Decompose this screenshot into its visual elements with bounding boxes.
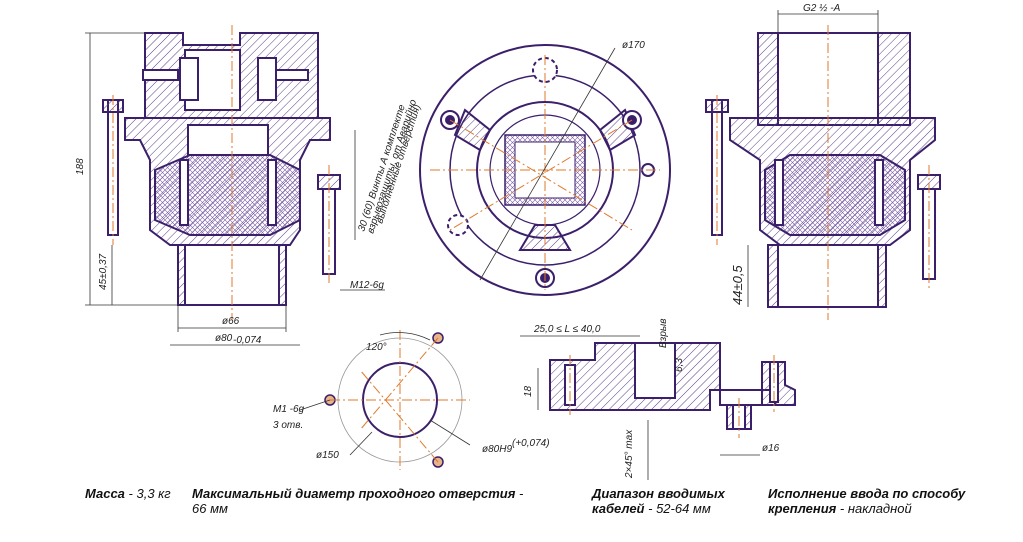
- flange-centerlines: [430, 55, 660, 290]
- left-section-dimensions: [85, 32, 385, 346]
- cable-label-2: кабелей: [592, 501, 645, 516]
- technical-drawing: 188 45±0,37 ø66 ø80 -0,074 M12-6g 30 (60…: [75, 3, 941, 480]
- dim-d170: ø170: [622, 40, 645, 51]
- spec-mass: Масса - 3,3 кг: [85, 486, 171, 501]
- dim-m1: M1 -6g: [273, 404, 305, 415]
- bore-value: 66 мм: [192, 501, 228, 516]
- dim-g2: G2 ½ -A: [803, 3, 841, 14]
- left-section-centerlines: [112, 25, 330, 320]
- spec-cable: Диапазон вводимых кабелей - 52-64 мм: [592, 486, 725, 516]
- mass-value: - 3,3 кг: [124, 486, 171, 501]
- dim-L-range: 25,0 ≤ L ≤ 40,0: [533, 324, 601, 335]
- dim-18: 18: [523, 385, 534, 397]
- dim-holes3: 3 отв.: [273, 420, 303, 431]
- dim-45: 45±0,37: [98, 253, 109, 290]
- dim-d170-leader: [479, 47, 616, 281]
- mount-label-1: Исполнение ввода по способу: [768, 486, 966, 501]
- cable-value: - 52-64 мм: [644, 501, 711, 516]
- cable-label-1: Диапазон вводимых: [592, 486, 725, 501]
- mounting-centerlines: [330, 330, 470, 470]
- detail-dimensions: [520, 335, 760, 480]
- right-section-dimensions: [747, 10, 879, 307]
- spec-mount: Исполнение ввода по способу крепления - …: [768, 486, 965, 516]
- dim-d16: ø16: [762, 443, 780, 454]
- dim-height-188: 188: [75, 158, 86, 175]
- dim-d66: ø66: [222, 316, 240, 327]
- bore-label: Максимальный диаметр проходного отверсти…: [192, 486, 516, 501]
- detail-view: [549, 342, 796, 430]
- dim-r63: 6,3: [674, 358, 685, 372]
- dim-m12: M12-6g: [350, 280, 384, 291]
- dim-chamfer: 2×45° max: [624, 429, 635, 479]
- left-section-view: [102, 32, 341, 306]
- dim-120: 120°: [366, 342, 387, 353]
- dim-d80-tol: -0,074: [233, 335, 262, 346]
- dim-d150: ø150: [316, 450, 339, 461]
- bore-sep: -: [515, 486, 524, 501]
- dim-d80h9-tol: (+0,074): [512, 438, 550, 449]
- right-section-centerlines: [716, 25, 930, 320]
- spec-bore: Максимальный диаметр проходного отверсти…: [192, 486, 523, 516]
- dim-44: 44±0,5: [730, 265, 745, 305]
- dim-vzryv: Взрыв: [658, 319, 669, 348]
- mounting-dimensions: [299, 332, 471, 456]
- detail-centerlines: [569, 355, 775, 438]
- mass-label: Масса: [85, 486, 125, 501]
- dim-d80: ø80: [215, 333, 233, 344]
- mount-label-2: крепления: [768, 501, 837, 516]
- dim-d80h9: ø80H9: [482, 444, 512, 455]
- mount-value: - накладной: [836, 501, 912, 516]
